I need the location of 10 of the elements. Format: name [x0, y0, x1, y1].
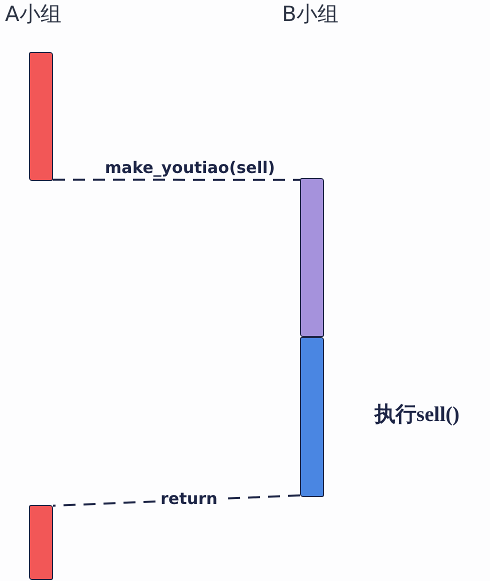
dashed-line: [53, 178, 300, 181]
column-heading: A小组: [5, 1, 62, 27]
activation-bar: [29, 505, 53, 580]
column-heading: B小组: [282, 1, 338, 27]
edge-label: make_youtiao(sell): [104, 159, 276, 177]
activation-bar: [29, 52, 53, 181]
dashed-line: [52, 494, 301, 507]
edge-label: return: [159, 490, 219, 508]
activation-bar: [300, 178, 324, 337]
action-note: 执行sell(): [374, 402, 460, 428]
